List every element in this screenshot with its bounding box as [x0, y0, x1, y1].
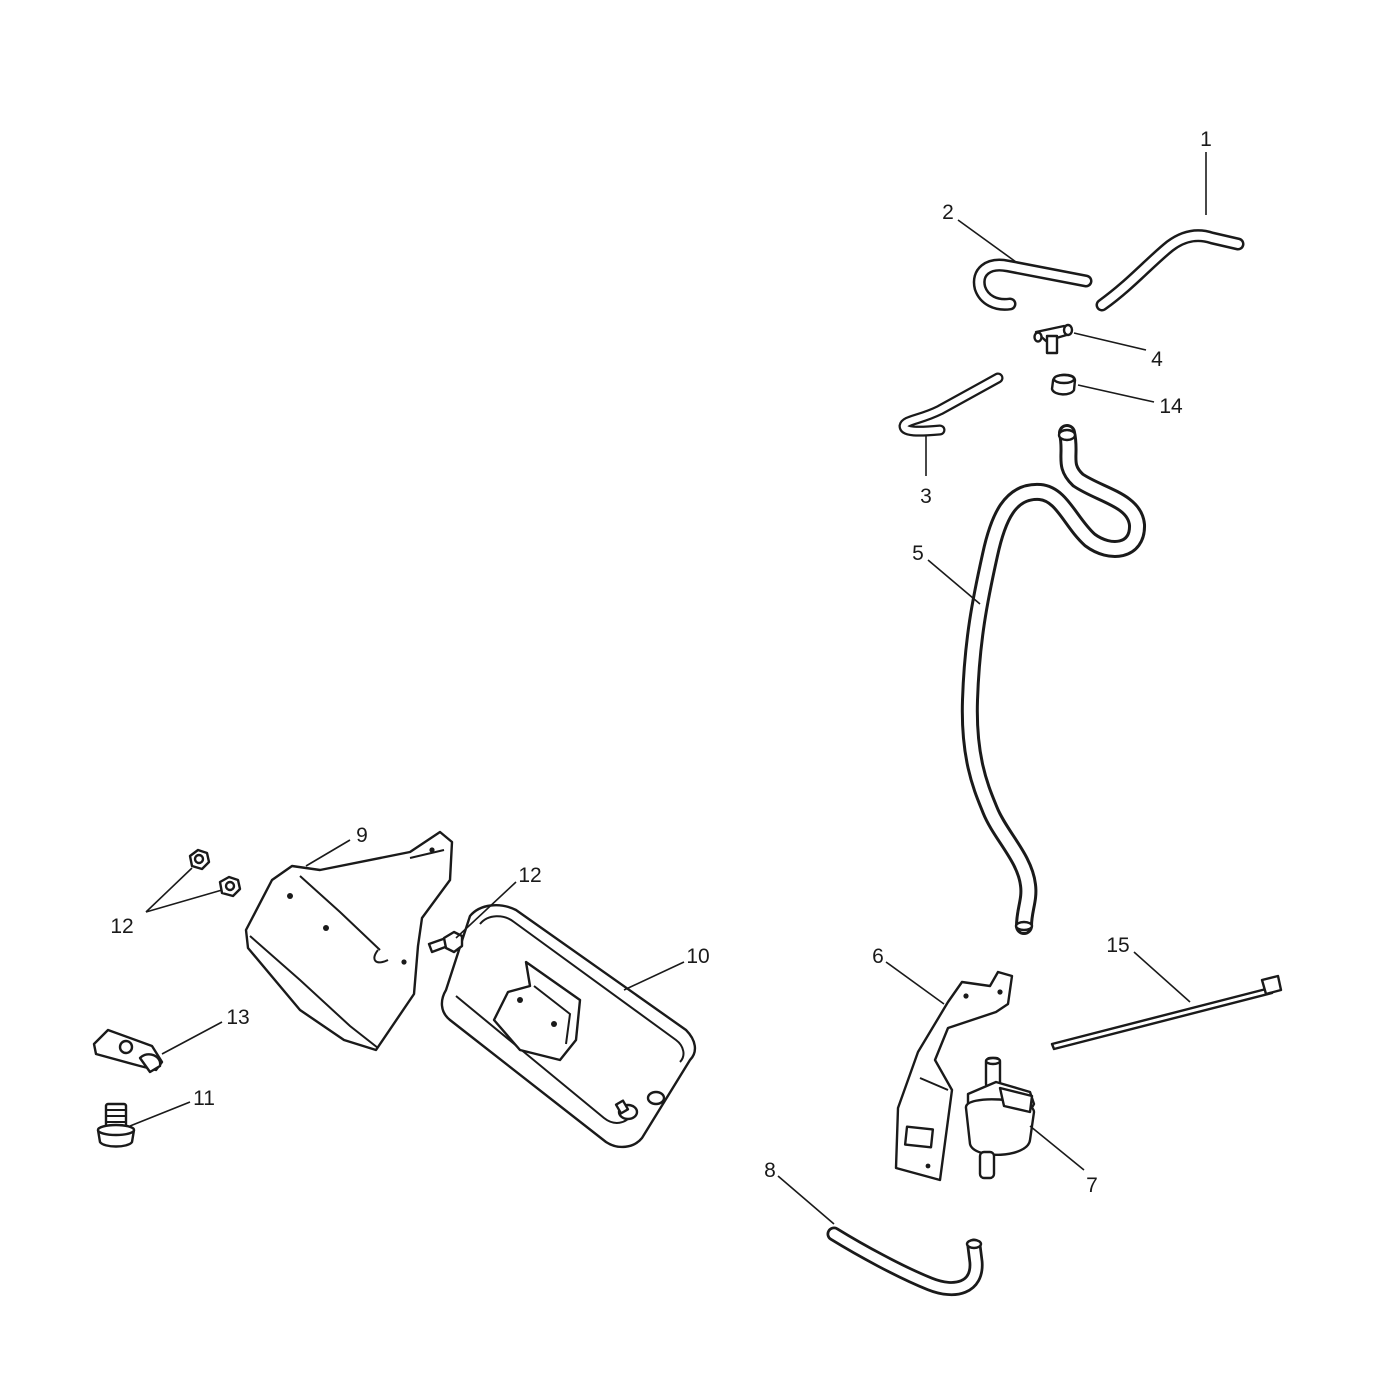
callout-7: 7	[1086, 1174, 1098, 1197]
part-5-hose	[960, 424, 1146, 935]
callout-10: 10	[686, 945, 709, 968]
callout-13: 13	[226, 1006, 249, 1029]
callout-12-canister: 12	[518, 864, 541, 887]
part-12-bolt-upper	[188, 848, 211, 871]
callout-3: 3	[920, 485, 932, 508]
part-12-bolt-lower	[218, 875, 242, 898]
part-10-canister	[440, 904, 697, 1149]
callout-6: 6	[872, 945, 884, 968]
part-14-clip	[1050, 373, 1077, 396]
part-3-pipe	[898, 372, 1004, 437]
callout-5: 5	[912, 542, 924, 565]
part-2-hose	[972, 258, 1093, 311]
part-8-hose	[826, 1226, 984, 1297]
callout-12-bracket: 12	[110, 915, 133, 938]
callout-8: 8	[764, 1159, 776, 1182]
part-9-bracket	[244, 830, 454, 1052]
part-13-clip-nut	[92, 1028, 164, 1074]
part-12-bolt-canister	[427, 930, 464, 954]
part-1-hose	[1095, 229, 1245, 312]
callout-2: 2	[942, 201, 954, 224]
callout-4: 4	[1151, 348, 1163, 371]
part-6-bracket	[894, 970, 1014, 1182]
callout-9: 9	[356, 824, 368, 847]
callout-15: 15	[1106, 934, 1129, 957]
part-4-t-connector	[1033, 323, 1074, 355]
callout-11: 11	[193, 1087, 215, 1110]
part-11-bolt	[96, 1102, 136, 1148]
callout-1: 1	[1200, 128, 1212, 151]
callout-14: 14	[1159, 395, 1183, 418]
leader-lines	[129, 152, 1207, 1225]
part-15-cable-tie	[1050, 974, 1283, 1051]
callout-labels: 1 2 4 14 3 5 6 15 7 8 9 12 10 12 13 11	[110, 128, 1212, 1197]
part-7-solenoid-valve	[964, 1056, 1036, 1180]
